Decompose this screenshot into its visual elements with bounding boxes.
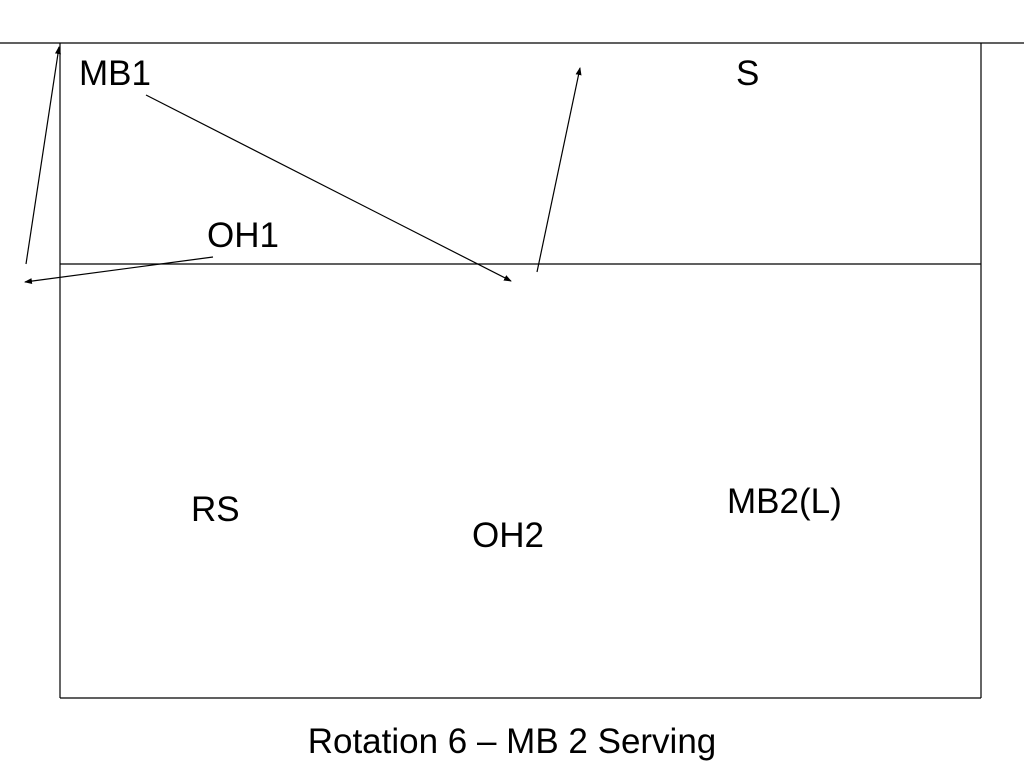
label-mb1: MB1 bbox=[79, 54, 151, 93]
arrow-oh1-to-left bbox=[24, 256, 214, 285]
label-oh1: OH1 bbox=[207, 216, 279, 255]
arrow-mb1-to-oh2 bbox=[145, 94, 512, 282]
label-rs: RS bbox=[191, 490, 240, 529]
diagram-caption: Rotation 6 – MB 2 Serving bbox=[307, 722, 717, 761]
label-s: S bbox=[736, 54, 760, 93]
label-oh2: OH2 bbox=[472, 516, 544, 555]
label-mb2: MB2(L) bbox=[727, 482, 842, 521]
arrow-left-to-net bbox=[25, 46, 61, 265]
arrow-oh2-to-front bbox=[536, 67, 582, 273]
